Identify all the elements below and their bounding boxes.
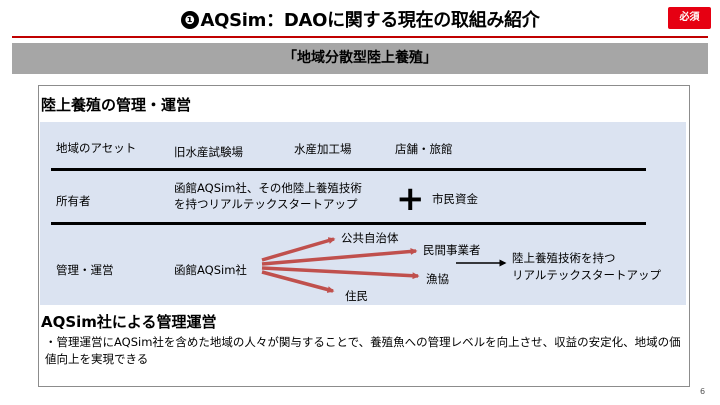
target-residents: 住民 (345, 289, 368, 303)
row-label-assets: 地域のアセット (56, 141, 137, 155)
required-badge: 必須 (668, 7, 711, 29)
aqsim-heading: AQSim社による管理運営 (41, 313, 217, 331)
owner-text: 函館AQSim社、その他陸上養殖技術 (174, 181, 362, 195)
startup-label: リアルテックスタートアップ (512, 268, 662, 282)
startup-label: 陸上養殖技術を持つ (512, 251, 616, 265)
content-frame (38, 85, 690, 387)
asset-item: 水産加工場 (294, 142, 352, 156)
arrow-to-private (261, 247, 418, 266)
asset-item: 店舗・旅館 (395, 142, 453, 156)
row-label-owner: 所有者 (56, 194, 91, 208)
arrow-to-municipality (261, 237, 336, 262)
arrow-to-fishery (261, 266, 420, 280)
row-label-management: 管理・運営 (56, 263, 114, 277)
table-divider (51, 222, 646, 225)
management-heading: 陸上養殖の管理・運営 (41, 96, 192, 114)
title-divider (12, 36, 708, 38)
owner-text: を持つリアルテックスタートアップ (174, 197, 358, 211)
plus-icon: + (396, 179, 425, 219)
page-number: 6 (700, 387, 706, 396)
asset-item: 旧水産試験場 (174, 145, 243, 159)
arrow-to-residents (261, 270, 335, 293)
section-banner: 「地域分散型陸上養殖」 (12, 43, 708, 74)
table-divider (51, 168, 646, 171)
citizen-funds: 市民資金 (432, 192, 478, 206)
target-private: 民間事業者 (423, 243, 481, 257)
target-fishery: 漁協 (426, 272, 449, 286)
management-source: 函館AQSim社 (174, 263, 247, 277)
page-title-text: AQSim：DAOに関する現在の取組み紹介 (200, 10, 540, 31)
target-municipality: 公共自治体 (341, 231, 399, 245)
number-icon: ❶ (180, 11, 199, 29)
summary-text: ・管理運営にAQSim社を含めた地域の人々が関与することで、養殖魚への管理レベル… (45, 335, 681, 366)
